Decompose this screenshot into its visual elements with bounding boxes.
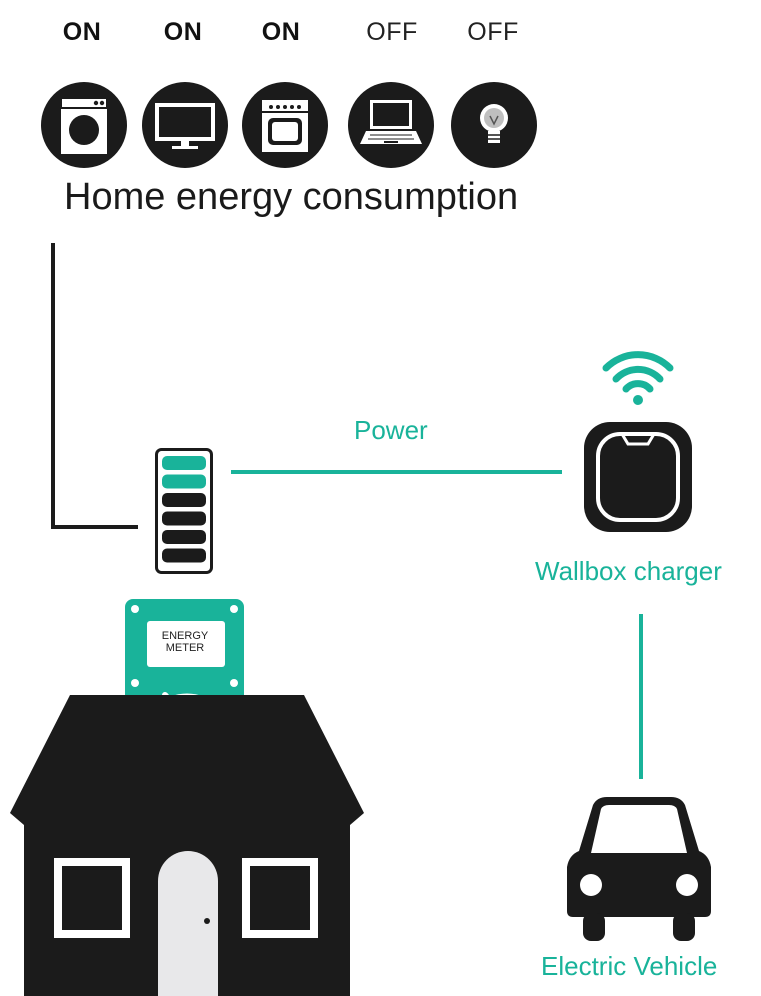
battery-cell-filled	[162, 474, 206, 489]
battery-cell-empty	[162, 511, 206, 526]
tv-state: ON	[163, 18, 203, 46]
oven-state: ON	[261, 18, 301, 46]
battery-cell-empty	[162, 548, 206, 563]
washing-machine-icon	[41, 82, 127, 168]
tv-icon	[142, 82, 228, 168]
electric-vehicle-icon	[567, 797, 711, 941]
oven-icon	[242, 82, 328, 168]
vehicle-label: Electric Vehicle	[541, 951, 718, 981]
diagram-title: Home energy consumption	[64, 176, 519, 218]
meter-label-line1: ENERGY	[161, 630, 209, 642]
meter-label: ENERGY METER	[147, 630, 223, 654]
meter-label-line2: METER	[165, 642, 205, 654]
battery-icon	[155, 448, 213, 574]
laptop-state: OFF	[366, 18, 418, 46]
power-label: Power	[354, 415, 428, 445]
charger-label: Wallbox charger	[535, 556, 722, 586]
house-door	[158, 851, 218, 996]
light-bulb-icon	[451, 82, 537, 168]
battery-cell-empty	[162, 493, 206, 507]
washing-machine-state: ON	[62, 18, 102, 46]
light-bulb-state: OFF	[467, 18, 519, 46]
battery-cell-empty	[162, 530, 206, 544]
consumption-connector	[51, 243, 138, 529]
wifi-icon	[602, 351, 674, 405]
wallbox-charger-icon	[584, 422, 692, 532]
house-icon	[10, 695, 364, 996]
battery-cell-filled	[162, 456, 206, 470]
laptop-icon	[348, 82, 434, 168]
